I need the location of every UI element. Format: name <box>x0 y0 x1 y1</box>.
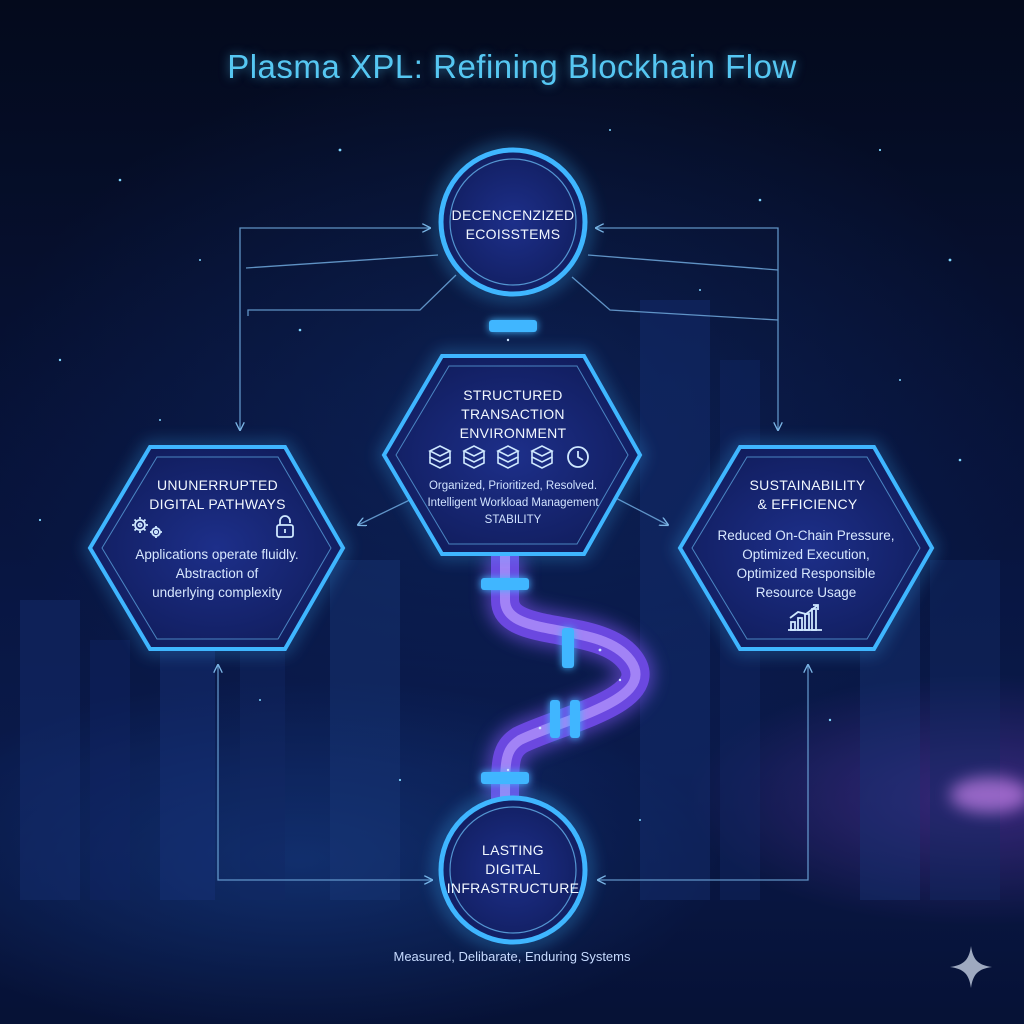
node-structured-transaction-desc: Organized, Prioritized, Resolved. Intell… <box>408 478 618 529</box>
gears-icon <box>132 517 162 538</box>
node-desc-line: Intelligent Workload Management <box>427 497 599 509</box>
connector-lines <box>218 228 808 880</box>
plasma-pipe <box>481 243 655 814</box>
node-desc-line: Optimized Responsible <box>736 566 876 581</box>
node-label-line: DECENCENZIZED <box>451 207 575 223</box>
center-icon-row <box>428 445 589 469</box>
node-label-line: & EFFICIENCY <box>757 496 858 512</box>
node-label-line: SUSTAINABILITY <box>749 477 866 493</box>
node-decentralized-ecosystems: DECENCENZIZED ECOISSTEMS <box>443 206 583 244</box>
node-sustainability-shape <box>674 442 938 654</box>
node-sustainability-desc: Reduced On-Chain Pressure, Optimized Exe… <box>706 526 906 602</box>
cube-stack-icon <box>496 445 520 469</box>
node-desc-line: Organized, Prioritized, Resolved. <box>428 480 598 492</box>
page-title: Plasma XPL: Refining Blockhain Flow <box>227 48 797 85</box>
node-label-line: ENVIRONMENT <box>459 425 567 441</box>
sparkle-icon <box>950 946 992 988</box>
cube-stack-icon <box>428 445 452 469</box>
node-label-line: TRANSACTION <box>461 406 565 422</box>
node-label-line: INFRASTRUCTURE <box>446 880 580 896</box>
node-desc-line: Abstraction of <box>175 566 259 581</box>
clock-icon <box>567 446 589 468</box>
node-desc-line: Resource Usage <box>755 585 857 600</box>
node-label-line: ECOISSTEMS <box>465 226 561 242</box>
node-digital-pathways-shape <box>84 442 349 654</box>
growth-chart-icon <box>788 604 822 631</box>
node-label-line: DIGITAL PATHWAYS <box>149 496 286 512</box>
node-label-line: UNUNERRUPTED <box>156 477 279 493</box>
node-lasting-infrastructure: LASTING DIGITAL INFRASTRUCTURE <box>443 841 583 898</box>
cube-stack-icon <box>462 445 486 469</box>
padlock-icon <box>276 515 294 538</box>
cube-stack-icon <box>530 445 554 469</box>
node-decentralized-ecosystems-shape <box>434 143 592 301</box>
node-structured-transaction-shape <box>378 351 646 559</box>
node-label-line: DIGITAL <box>485 861 541 877</box>
node-desc-line: underlying complexity <box>152 585 282 600</box>
node-desc-line: Reduced On-Chain Pressure, <box>717 528 895 543</box>
node-lasting-infrastructure-shape <box>434 791 592 949</box>
node-digital-pathways-desc: Applications operate fluidly. Abstractio… <box>112 545 322 602</box>
node-label-line: LASTING <box>481 842 544 858</box>
node-digital-pathways: UNUNERRUPTED DIGITAL PATHWAYS <box>130 476 305 514</box>
node-desc-line: STABILITY <box>484 514 542 526</box>
node-desc-line: Optimized Execution, <box>742 547 870 562</box>
node-label-line: STRUCTURED <box>463 387 563 403</box>
node-sustainability: SUSTAINABILITY & EFFICIENCY <box>725 476 890 514</box>
node-desc-line: Applications operate fluidly. <box>135 547 299 562</box>
node-structured-transaction: STRUCTURED TRANSACTION ENVIRONMENT <box>430 386 596 443</box>
footer-caption: Measured, Delibarate, Enduring Systems <box>393 949 631 964</box>
